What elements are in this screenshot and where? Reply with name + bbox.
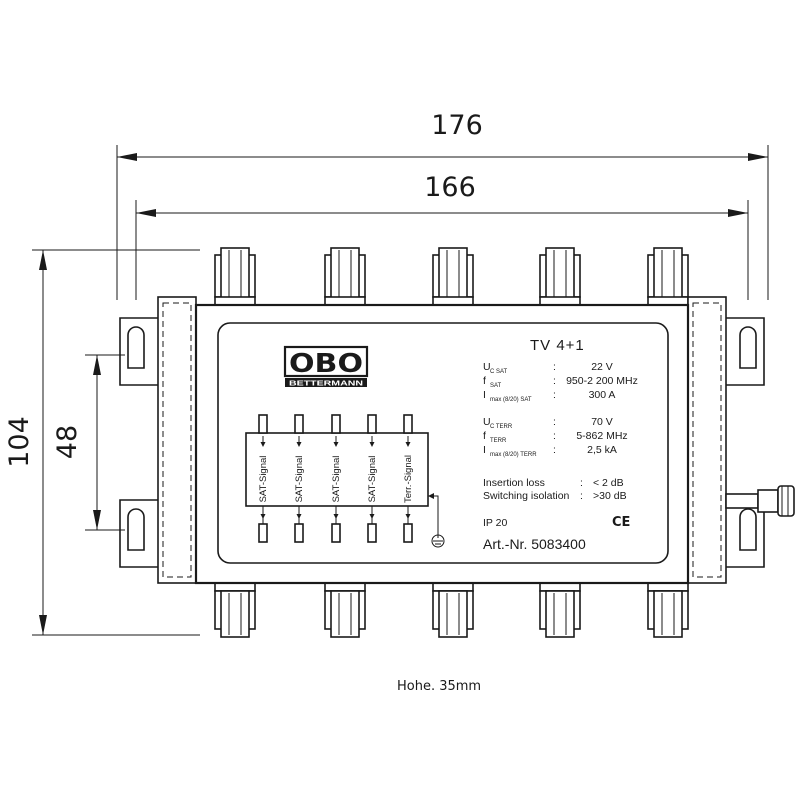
coax-connector-top: [539, 247, 581, 306]
signal-label: Terr.-Signal: [403, 455, 414, 503]
spec-symbol: U: [483, 361, 491, 373]
spec-separator: :: [553, 416, 556, 428]
coax-connector-bottom: [647, 582, 689, 638]
spec-subscript: C SAT: [490, 369, 508, 375]
ce-mark: CE: [612, 515, 630, 530]
dimension-lines: [32, 145, 769, 636]
ground-terminal-icon: [725, 485, 795, 517]
signal-label: SAT-Signal: [331, 456, 342, 503]
spec-value: 950-2 200 MHz: [566, 375, 638, 387]
signal-label: SAT-Signal: [258, 456, 269, 503]
spec-symbol: I: [483, 444, 486, 456]
coax-connector-bottom: [432, 582, 474, 638]
signal-channel: SAT-Signal: [258, 414, 269, 543]
spec-separator: :: [553, 361, 556, 373]
height-note: Hohe. 35mm: [397, 679, 481, 694]
spec-subscript: C TERR: [490, 424, 513, 430]
bottom-connectors: [214, 582, 689, 638]
loss-value: < 2 dB: [593, 477, 624, 489]
coax-connector-top: [647, 247, 689, 306]
spec-separator: :: [553, 430, 556, 442]
spec-symbol: f: [483, 430, 486, 442]
coax-connector-top: [214, 247, 256, 306]
spec-symbol: I: [483, 389, 486, 401]
spec-value: 22 V: [591, 361, 613, 373]
spec-subscript: TERR: [490, 438, 507, 444]
loss-value: >30 dB: [593, 490, 627, 502]
spec-value: 70 V: [591, 416, 613, 428]
spec-symbol: U: [483, 416, 491, 428]
left-mounting-bracket: [119, 296, 197, 584]
ip-rating: IP 20: [483, 517, 507, 529]
signal-channel: SAT-Signal: [331, 414, 342, 543]
loss-separator: :: [580, 490, 583, 502]
obo-logo: OBO BETTERMANN: [283, 345, 369, 388]
coax-connector-bottom: [539, 582, 581, 638]
loss-label: Switching isolation: [483, 490, 570, 502]
device-body: [194, 303, 690, 585]
spec-separator: :: [553, 375, 556, 387]
coax-connector-bottom: [324, 582, 366, 638]
right-mounting-bracket: [687, 296, 765, 584]
spec-subscript: max (8/20) TERR: [490, 452, 537, 458]
coax-connector-top: [324, 247, 366, 306]
spec-separator: :: [553, 389, 556, 401]
signal-label: SAT-Signal: [294, 456, 305, 503]
spec-value: 5-862 MHz: [576, 430, 627, 442]
spec-value: 300 A: [589, 389, 616, 401]
loss-separator: :: [580, 477, 583, 489]
dimension-48: 48: [52, 425, 83, 459]
signal-channel: Terr.-Signal: [403, 414, 414, 543]
model-label: TV 4+1: [530, 337, 585, 354]
spec-subscript: max (8/20) SAT: [490, 397, 532, 403]
coax-connector-top: [432, 247, 474, 306]
signal-label: SAT-Signal: [367, 456, 378, 503]
loss-label: Insertion loss: [483, 477, 545, 489]
dimension-176: 176: [431, 110, 483, 141]
dimension-104: 104: [4, 416, 35, 468]
signal-panel: SAT-Signal SAT-Signal SAT-Signal SAT-Signal…: [245, 414, 445, 548]
top-connectors: [214, 247, 689, 306]
signal-channel: SAT-Signal: [367, 414, 378, 543]
spec-value: 2,5 kA: [587, 444, 617, 456]
spec-symbol: f: [483, 375, 486, 387]
spec-separator: :: [553, 444, 556, 456]
article-number: Art.-Nr. 5083400: [483, 536, 586, 552]
signal-channel: SAT-Signal: [294, 414, 305, 543]
spec-subscript: SAT: [490, 383, 502, 389]
dimension-166: 166: [424, 172, 476, 203]
coax-connector-bottom: [214, 582, 256, 638]
svg-text:OBO: OBO: [289, 349, 363, 379]
svg-text:BETTERMANN: BETTERMANN: [289, 381, 363, 388]
